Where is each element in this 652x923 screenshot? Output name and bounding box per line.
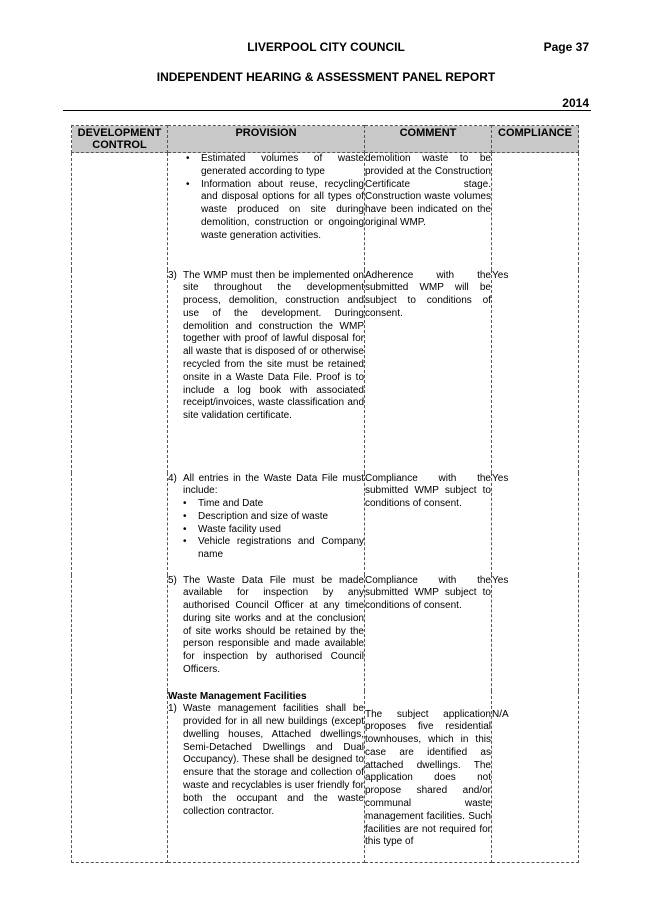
list-item: Information about reuse, recycling and d…	[186, 179, 364, 243]
column-header-compliance: COMPLIANCE	[491, 125, 579, 153]
development-control-cell	[71, 574, 168, 691]
table-row: 3) The WMP must then be implemented on s…	[71, 269, 579, 473]
numbered-provision: 1) Waste management facilities shall be …	[168, 703, 364, 818]
provision-text: The WMP must then be implemented on site…	[183, 269, 364, 422]
comment-cell: The subject application proposes five re…	[364, 690, 492, 863]
provision-bullet-list: Estimated volumes of waste generated acc…	[168, 153, 364, 243]
page-number: Page 37	[543, 40, 589, 54]
development-control-cell	[71, 472, 168, 575]
table-header-row: DEVELOPMENT CONTROL PROVISION COMMENT CO…	[71, 125, 579, 153]
provision-cell: 4) All entries in the Waste Data File mu…	[167, 472, 365, 575]
table-row: 5) The Waste Data File must be made avai…	[71, 574, 579, 691]
column-header-development-control: DEVELOPMENT CONTROL	[71, 125, 168, 153]
comment-cell: Compliance with the submitted WMP subjec…	[364, 472, 492, 575]
compliance-cell: Yes	[491, 574, 579, 691]
numbered-provision: 5) The Waste Data File must be made avai…	[168, 575, 364, 677]
provision-bullet-list: Time and Date Description and size of wa…	[168, 498, 364, 562]
provision-cell: Waste Management Facilities 1) Waste man…	[167, 690, 365, 863]
table-row: Waste Management Facilities 1) Waste man…	[71, 690, 579, 863]
compliance-cell: N/A	[491, 690, 579, 863]
list-item: Waste facility used	[183, 524, 364, 537]
header-rule	[63, 110, 591, 111]
provision-number: 3)	[168, 269, 177, 281]
comment-cell: Compliance with the submitted WMP subjec…	[364, 574, 492, 691]
provision-text: The Waste Data File must be made availab…	[183, 574, 364, 676]
table-row: Estimated volumes of waste generated acc…	[71, 152, 579, 270]
provision-cell: 3) The WMP must then be implemented on s…	[167, 269, 365, 473]
list-item: Vehicle registrations and Company name	[183, 536, 364, 562]
column-header-provision: PROVISION	[167, 125, 365, 153]
report-title: INDEPENDENT HEARING & ASSESSMENT PANEL R…	[156, 70, 496, 84]
column-header-comment: COMMENT	[364, 125, 492, 153]
list-item: Description and size of waste	[183, 511, 364, 524]
provision-cell: 5) The Waste Data File must be made avai…	[167, 574, 365, 691]
assessment-table: DEVELOPMENT CONTROL PROVISION COMMENT CO…	[71, 125, 579, 863]
compliance-cell	[491, 152, 579, 270]
list-item: Estimated volumes of waste generated acc…	[186, 153, 364, 179]
header-organisation: LIVERPOOL CITY COUNCIL	[247, 40, 405, 54]
compliance-cell: Yes	[491, 472, 579, 575]
section-heading: Waste Management Facilities	[168, 690, 307, 702]
provision-text: Waste management facilities shall be pro…	[183, 703, 364, 817]
comment-cell: demolition waste to be provided at the C…	[364, 152, 492, 270]
development-control-cell	[71, 690, 168, 863]
development-control-cell	[71, 269, 168, 473]
provision-number: 1)	[168, 703, 177, 715]
numbered-provision: 3) The WMP must then be implemented on s…	[168, 270, 364, 424]
compliance-cell: Yes	[491, 269, 579, 473]
provision-text: All entries in the Waste Data File must …	[183, 472, 364, 497]
table-row: 4) All entries in the Waste Data File mu…	[71, 472, 579, 575]
provision-number: 4)	[168, 472, 177, 484]
development-control-cell	[71, 152, 168, 270]
report-year: 2014	[562, 96, 589, 110]
provision-number: 5)	[168, 574, 177, 586]
provision-cell: Estimated volumes of waste generated acc…	[167, 152, 365, 270]
numbered-provision: 4) All entries in the Waste Data File mu…	[168, 473, 364, 499]
list-item: Time and Date	[183, 498, 364, 511]
comment-cell: Adherence with the submitted WMP will be…	[364, 269, 492, 473]
